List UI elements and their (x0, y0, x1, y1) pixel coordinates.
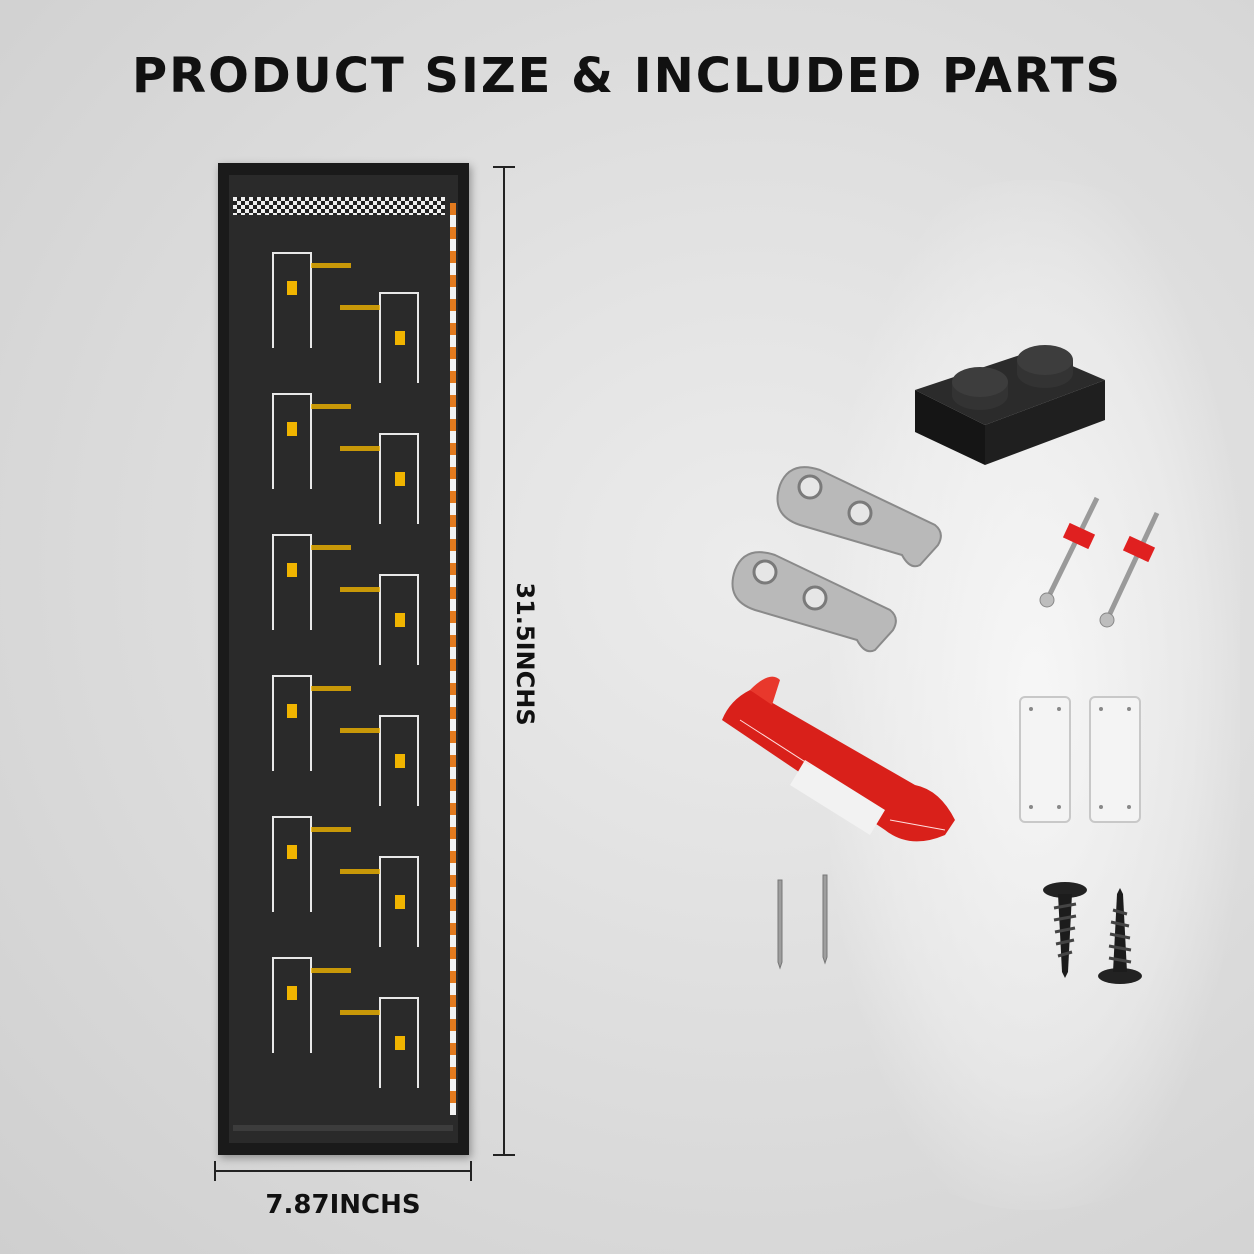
bay-brick (287, 563, 297, 577)
bay-outline (379, 574, 419, 665)
black-screw-icon (1043, 882, 1087, 978)
bay-bar (311, 404, 351, 409)
bay-brick (287, 704, 297, 718)
height-dimension-line (503, 166, 505, 1156)
display-board (218, 163, 469, 1155)
bay-brick (287, 281, 297, 295)
bay-brick (395, 1036, 405, 1050)
height-dimension-label: 31.5INCHS (511, 582, 539, 726)
bay-brick (395, 331, 405, 345)
bay-brick (395, 895, 405, 909)
metal-hook-icon (731, 551, 897, 653)
black-screw-icon (1098, 888, 1142, 984)
bay-outline (379, 715, 419, 806)
metal-hook-icon (776, 466, 942, 568)
bay-bar (311, 545, 351, 550)
bay-bar (340, 446, 380, 451)
bay-bar (311, 263, 351, 268)
bay-brick (395, 754, 405, 768)
width-dimension-line (214, 1170, 472, 1172)
parking-bays (272, 252, 419, 1088)
bay-outline (379, 292, 419, 383)
steel-nail-icon (822, 874, 828, 965)
bay-bar (340, 1010, 380, 1015)
red-tipped-pin-icon (1039, 496, 1100, 608)
bay-bar (340, 587, 380, 592)
bay-bar (340, 305, 380, 310)
bay-brick (287, 845, 297, 859)
race-curb-stripe (450, 203, 456, 1115)
bay-outline (379, 997, 419, 1088)
page-title: PRODUCT SIZE & INCLUDED PARTS (131, 48, 1123, 104)
red-tipped-pin-icon (1099, 511, 1160, 628)
bay-outline (272, 816, 312, 912)
bay-brick (395, 613, 405, 627)
width-dimension-label: 7.87INCHS (265, 1190, 421, 1220)
bay-outline (379, 433, 419, 524)
bay-brick (395, 472, 405, 486)
width-dimension-cap-right (470, 1161, 472, 1181)
adhesive-strip-icon (1019, 696, 1071, 823)
black-2x1-plate-icon (915, 345, 1105, 465)
adhesive-strip-icon (1089, 696, 1141, 823)
height-dimension-cap-top (493, 166, 515, 168)
bay-outline (379, 856, 419, 947)
height-dimension-cap-bottom (493, 1154, 515, 1156)
bay-bar (311, 686, 351, 691)
bay-bar (340, 728, 380, 733)
measuring-tape-icon (722, 676, 955, 842)
bay-bar (340, 869, 380, 874)
bay-outline (272, 393, 312, 489)
bay-outline (272, 957, 312, 1053)
bay-brick (287, 422, 297, 436)
bay-outline (272, 675, 312, 771)
bay-brick (287, 986, 297, 1000)
bay-outline (272, 252, 312, 348)
bay-bar (311, 827, 351, 832)
bay-outline (272, 534, 312, 630)
checkered-start-line (233, 197, 445, 215)
steel-nail-icon (777, 879, 783, 970)
bay-bar (311, 968, 351, 973)
board-bottom-strip (233, 1125, 453, 1131)
board-surface (229, 175, 458, 1143)
width-dimension-cap-left (214, 1161, 216, 1181)
